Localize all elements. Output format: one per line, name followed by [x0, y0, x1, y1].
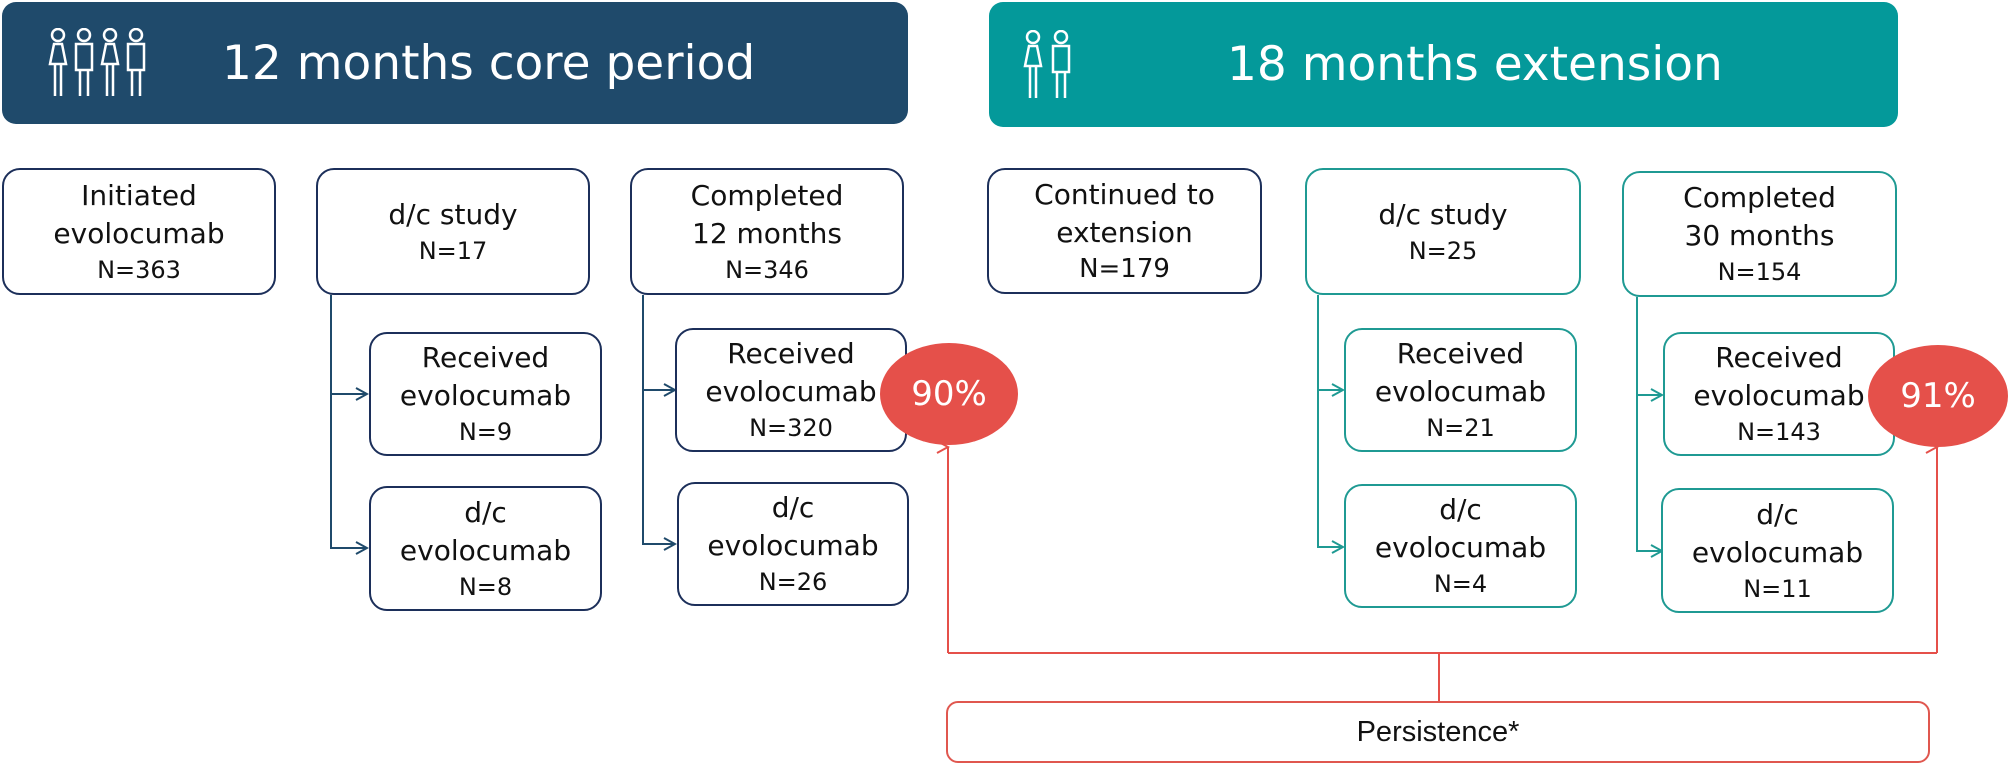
ext-dc-dc-line1: d/c	[1439, 493, 1482, 526]
ext-completed-count: N=154	[1717, 258, 1802, 286]
core-dc-received-count: N=9	[458, 418, 513, 446]
continued-to-extension-box: Continued to extension N=179	[987, 168, 1262, 294]
ext-dc-received-line2: evolocumab	[1374, 375, 1547, 408]
core-persistence-badge: 90%	[880, 343, 1018, 445]
ext-dc-received-box: Received evolocumab N=21	[1344, 328, 1577, 452]
connector-core-dc-dc	[330, 394, 367, 548]
ext-dc-received-count: N=21	[1426, 414, 1495, 442]
ext-comp-received-box: Received evolocumab N=143	[1663, 332, 1895, 456]
core-dc-dc-count: N=8	[458, 572, 513, 601]
ext-completed-line2: 30 months	[1684, 219, 1835, 252]
ext-dc-dc-count: N=4	[1433, 570, 1488, 598]
ext-comp-dc-line2: evolocumab	[1691, 535, 1864, 569]
core-dc-study-box: d/c study N=17	[316, 168, 590, 295]
continued-line1: Continued to	[1034, 178, 1215, 211]
core-period-title: 12 months core period	[222, 35, 756, 91]
core-dc-dc-line2: evolocumab	[399, 533, 572, 567]
connector-core-comp-dc	[642, 390, 675, 544]
ext-comp-received-count: N=143	[1737, 418, 1821, 446]
connector-ext-dc-dc	[1317, 390, 1343, 547]
extension-title: 18 months extension	[1227, 37, 1723, 92]
core-comp-received-line2: evolocumab	[705, 375, 877, 408]
initiated-count: N=363	[97, 255, 181, 284]
ext-comp-dc-line1: d/c	[1756, 497, 1799, 531]
core-dc-dc-box: d/c evolocumab N=8	[369, 486, 602, 611]
core-dc-received-line1: Received	[421, 341, 550, 374]
core-comp-dc-count: N=26	[758, 568, 828, 596]
ext-dc-received-line1: Received	[1396, 337, 1525, 370]
ext-comp-dc-count: N=11	[1743, 574, 1812, 603]
core-completed-line1: Completed	[690, 178, 844, 212]
ext-persistence-badge: 91%	[1868, 345, 2008, 447]
ext-comp-received-line2: evolocumab	[1693, 379, 1865, 412]
ext-comp-dc-box: d/c evolocumab N=11	[1661, 488, 1894, 613]
core-dc-received-box: Received evolocumab N=9	[369, 332, 602, 456]
connector-ext-comp-dc	[1636, 395, 1662, 551]
core-comp-dc-line1: d/c	[771, 491, 815, 524]
core-completed-line2: 12 months	[692, 216, 842, 250]
core-comp-received-count: N=320	[749, 414, 833, 442]
ext-comp-received-line1: Received	[1715, 341, 1843, 374]
ext-dc-study-box: d/c study N=25	[1305, 168, 1581, 295]
core-completed-count: N=346	[725, 255, 809, 284]
initiated-evolocumab-box: Initiated evolocumab N=363	[2, 168, 276, 295]
core-comp-dc-line2: evolocumab	[707, 529, 879, 562]
persistence-label: Persistence*	[1356, 716, 1520, 748]
core-period-banner: 12 months core period	[2, 2, 908, 124]
core-dc-study-label: d/c study	[388, 197, 518, 231]
core-comp-received-box: Received evolocumab N=320	[675, 328, 907, 452]
initiated-line2: evolocumab	[53, 216, 225, 250]
ext-completed-line1: Completed	[1683, 181, 1836, 214]
ext-completed-box: Completed 30 months N=154	[1622, 171, 1897, 297]
core-dc-received-line2: evolocumab	[399, 379, 572, 412]
ext-dc-dc-box: d/c evolocumab N=4	[1344, 484, 1577, 608]
ext-dc-study-label: d/c study	[1378, 197, 1508, 231]
pair-of-people-icon	[1019, 29, 1079, 107]
continued-line2: extension	[1056, 216, 1193, 249]
core-completed-box: Completed 12 months N=346	[630, 168, 904, 295]
core-comp-dc-box: d/c evolocumab N=26	[677, 482, 909, 606]
persistence-box: Persistence*	[946, 701, 1930, 763]
initiated-line1: Initiated	[81, 178, 197, 212]
connector-ext-comp-received	[1636, 297, 1662, 395]
connector-core-dc-received	[330, 295, 367, 394]
continued-count: N=179	[1079, 254, 1170, 284]
ext-dc-study-count: N=25	[1408, 236, 1478, 265]
connector-core-comp-received	[642, 295, 675, 390]
extension-banner: 18 months extension	[989, 2, 1898, 127]
core-comp-received-line1: Received	[727, 337, 855, 370]
core-dc-dc-line1: d/c	[464, 495, 507, 529]
group-of-people-icon	[44, 27, 156, 105]
ext-dc-dc-line2: evolocumab	[1374, 531, 1547, 564]
connector-ext-dc-received	[1317, 295, 1343, 390]
core-dc-study-count: N=17	[418, 236, 488, 265]
